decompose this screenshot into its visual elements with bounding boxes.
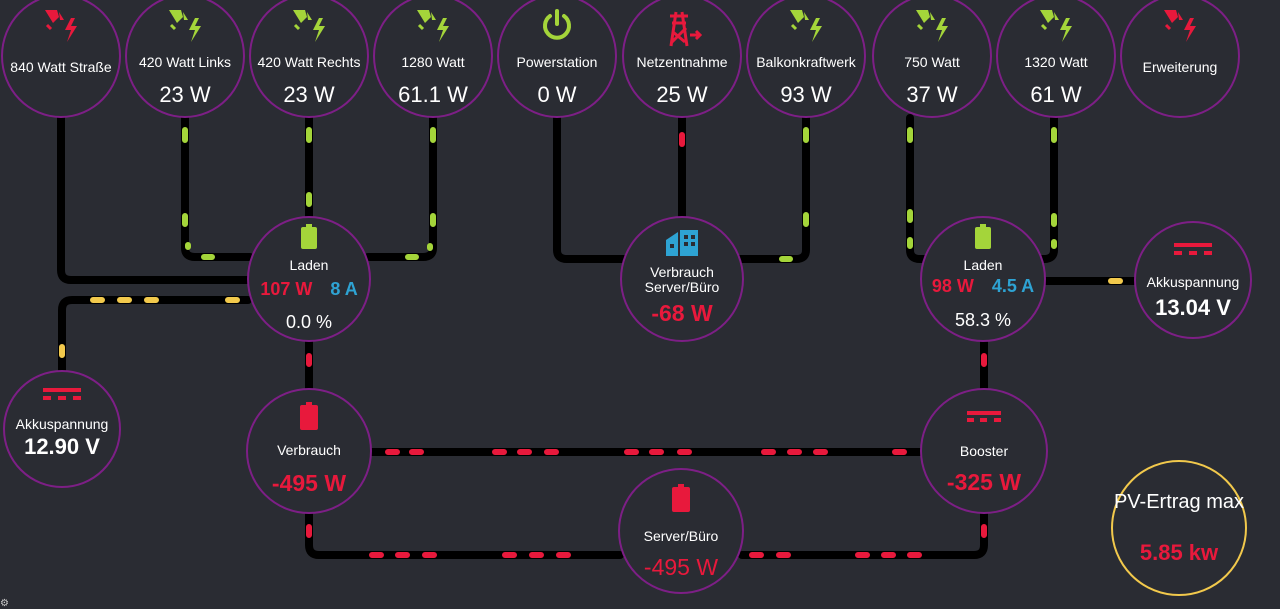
- verbrauch-label: Verbrauch: [277, 442, 341, 458]
- battery-low-icon: [300, 402, 318, 430]
- source-label: Powerstation: [516, 54, 598, 70]
- booster-label: Booster: [959, 443, 1009, 459]
- source-node-7[interactable]: 750 Watt 37 W: [872, 0, 992, 118]
- settings-gear-icon[interactable]: ⚙: [0, 598, 9, 609]
- source-value: 37 W: [906, 82, 958, 107]
- charger-left-readings: 107 W 8 A: [239, 279, 379, 300]
- server-value: -495 W: [643, 554, 719, 580]
- source-value: 0 W: [537, 82, 577, 107]
- solar-panel-icon: [786, 8, 826, 49]
- battery-icon: [975, 224, 991, 249]
- charger-right-current: 4.5 A: [991, 276, 1035, 296]
- source-value: 61.1 W: [398, 82, 468, 107]
- solar-panel-icon: [413, 8, 453, 49]
- power-icon: [540, 8, 574, 47]
- source-label: Erweiterung: [1142, 59, 1218, 75]
- dc-current-icon: [967, 411, 1001, 422]
- source-label: 420 Watt Links: [138, 54, 232, 70]
- charger-right-soc: 58.3 %: [954, 310, 1012, 330]
- source-node-4[interactable]: Powerstation 0 W: [497, 0, 617, 118]
- akku-left-node[interactable]: Akkuspannung 12.90 V: [3, 370, 121, 488]
- consumer-center-value: -68 W: [651, 300, 713, 326]
- source-label: 750 Watt: [904, 54, 960, 70]
- solar-panel-icon: [1036, 8, 1076, 49]
- solar-panel-icon: [165, 8, 205, 49]
- line-verbrauch-to-server: [305, 508, 624, 559]
- office-building-icon: [666, 230, 698, 256]
- source-value: 93 W: [780, 82, 832, 107]
- charger-right-readings: 98 W 4.5 A: [912, 276, 1054, 297]
- source-label: 1280 Watt: [401, 54, 465, 70]
- source-node-3[interactable]: 1280 Watt 61.1 W: [373, 0, 493, 118]
- source-node-9[interactable]: Erweiterung: [1120, 0, 1240, 118]
- source-value: 23 W: [283, 82, 335, 107]
- charger-left-soc: 0.0 %: [285, 312, 333, 332]
- flow-dashes-red: [306, 132, 987, 558]
- line-balkon-to-consumer: [736, 114, 810, 263]
- charger-left-node[interactable]: Laden 107 W 8 A 0.0 %: [247, 216, 371, 342]
- source-node-0[interactable]: 840 Watt Straße: [1, 0, 121, 118]
- battery-low-icon: [672, 484, 690, 512]
- source-label: 420 Watt Rechts: [257, 54, 361, 70]
- charger-left-current: 8 A: [330, 279, 358, 299]
- solar-panel-icon: [1160, 8, 1200, 49]
- source-label: 840 Watt Straße: [10, 59, 112, 75]
- pv-yield-node[interactable]: PV-Ertrag max 5.85 kw: [1111, 460, 1247, 596]
- charger-right-node[interactable]: Laden 98 W 4.5 A 58.3 %: [920, 216, 1046, 342]
- solar-panel-icon: [41, 8, 81, 49]
- source-node-1[interactable]: 420 Watt Links 23 W: [125, 0, 245, 118]
- solar-panel-icon: [289, 8, 329, 49]
- line-840-to-laden: [57, 114, 254, 284]
- akku-left-value: 12.90 V: [24, 434, 100, 459]
- line-server-to-booster: [738, 508, 988, 559]
- source-label: Netzentnahme: [636, 54, 728, 70]
- akku-right-value: 13.04 V: [1155, 295, 1231, 320]
- akku-left-label: Akkuspannung: [15, 416, 109, 432]
- line-1320-to-laden-right: [1036, 114, 1058, 263]
- charger-right-power: 98 W: [931, 276, 974, 296]
- charger-left-label: Laden: [289, 257, 329, 273]
- source-node-6[interactable]: Balkonkraftwerk 93 W: [746, 0, 866, 118]
- battery-icon: [301, 224, 317, 249]
- verbrauch-value: -495 W: [271, 470, 347, 496]
- source-node-8[interactable]: 1320 Watt 61 W: [996, 0, 1116, 118]
- source-value: 25 W: [656, 82, 708, 107]
- consumer-center-node[interactable]: Verbrauch Server/Büro -68 W: [620, 216, 744, 342]
- line-420-links-to-laden: [181, 114, 254, 261]
- flow-dashes-green: [182, 127, 1057, 262]
- source-value: 23 W: [159, 82, 211, 107]
- charger-left-power: 107 W: [260, 279, 313, 299]
- booster-node[interactable]: Booster -325 W: [920, 388, 1048, 514]
- akku-right-label: Akkuspannung: [1146, 274, 1240, 290]
- booster-value: -325 W: [946, 469, 1022, 495]
- solar-panel-icon: [912, 8, 952, 49]
- consumer-center-label: Verbrauch Server/Büro: [644, 264, 720, 295]
- line-laden-to-akku-left: [58, 296, 252, 376]
- charger-right-label: Laden: [963, 257, 1003, 273]
- transmission-tower-icon: [662, 8, 703, 53]
- server-label: Server/Büro: [643, 528, 719, 544]
- pv-yield-title: PV-Ertrag max: [1113, 491, 1245, 513]
- line-1280-to-laden: [364, 114, 437, 261]
- server-node[interactable]: Server/Büro -495 W: [618, 468, 744, 594]
- flow-dashes-yellow: [59, 278, 1123, 358]
- source-value: 61 W: [1030, 82, 1082, 107]
- source-node-5[interactable]: Netzentnahme 25 W: [622, 0, 742, 118]
- line-750-to-laden-right: [906, 114, 929, 263]
- line-powerstation-to-consumer: [553, 114, 628, 263]
- dc-current-icon: [1174, 243, 1212, 255]
- verbrauch-node[interactable]: Verbrauch -495 W: [246, 388, 372, 514]
- pv-yield-value: 5.85 kw: [1139, 540, 1219, 565]
- source-label: 1320 Watt: [1024, 54, 1088, 70]
- source-label: Balkonkraftwerk: [756, 54, 856, 70]
- source-node-2[interactable]: 420 Watt Rechts 23 W: [249, 0, 369, 118]
- akku-right-node[interactable]: Akkuspannung 13.04 V: [1134, 221, 1252, 339]
- dc-current-icon: [43, 388, 81, 400]
